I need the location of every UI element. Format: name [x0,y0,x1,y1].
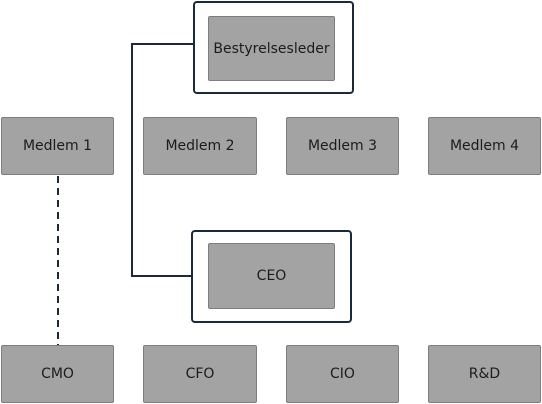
executive-rnd-box[interactable]: R&D [428,345,541,403]
chair-to-ceo-connector [131,43,193,277]
board-member-2-box[interactable]: Medlem 2 [143,117,257,175]
board-member-1-box[interactable]: Medlem 1 [1,117,114,175]
chair-box[interactable]: Bestyrelsesleder [208,16,335,81]
board-member-4-box[interactable]: Medlem 4 [428,117,541,175]
ceo-box[interactable]: CEO [208,243,335,309]
board-member-3-box[interactable]: Medlem 3 [286,117,399,175]
executive-cmo-box[interactable]: CMO [1,345,114,403]
executive-cio-box[interactable]: CIO [286,345,399,403]
executive-cfo-box[interactable]: CFO [143,345,257,403]
